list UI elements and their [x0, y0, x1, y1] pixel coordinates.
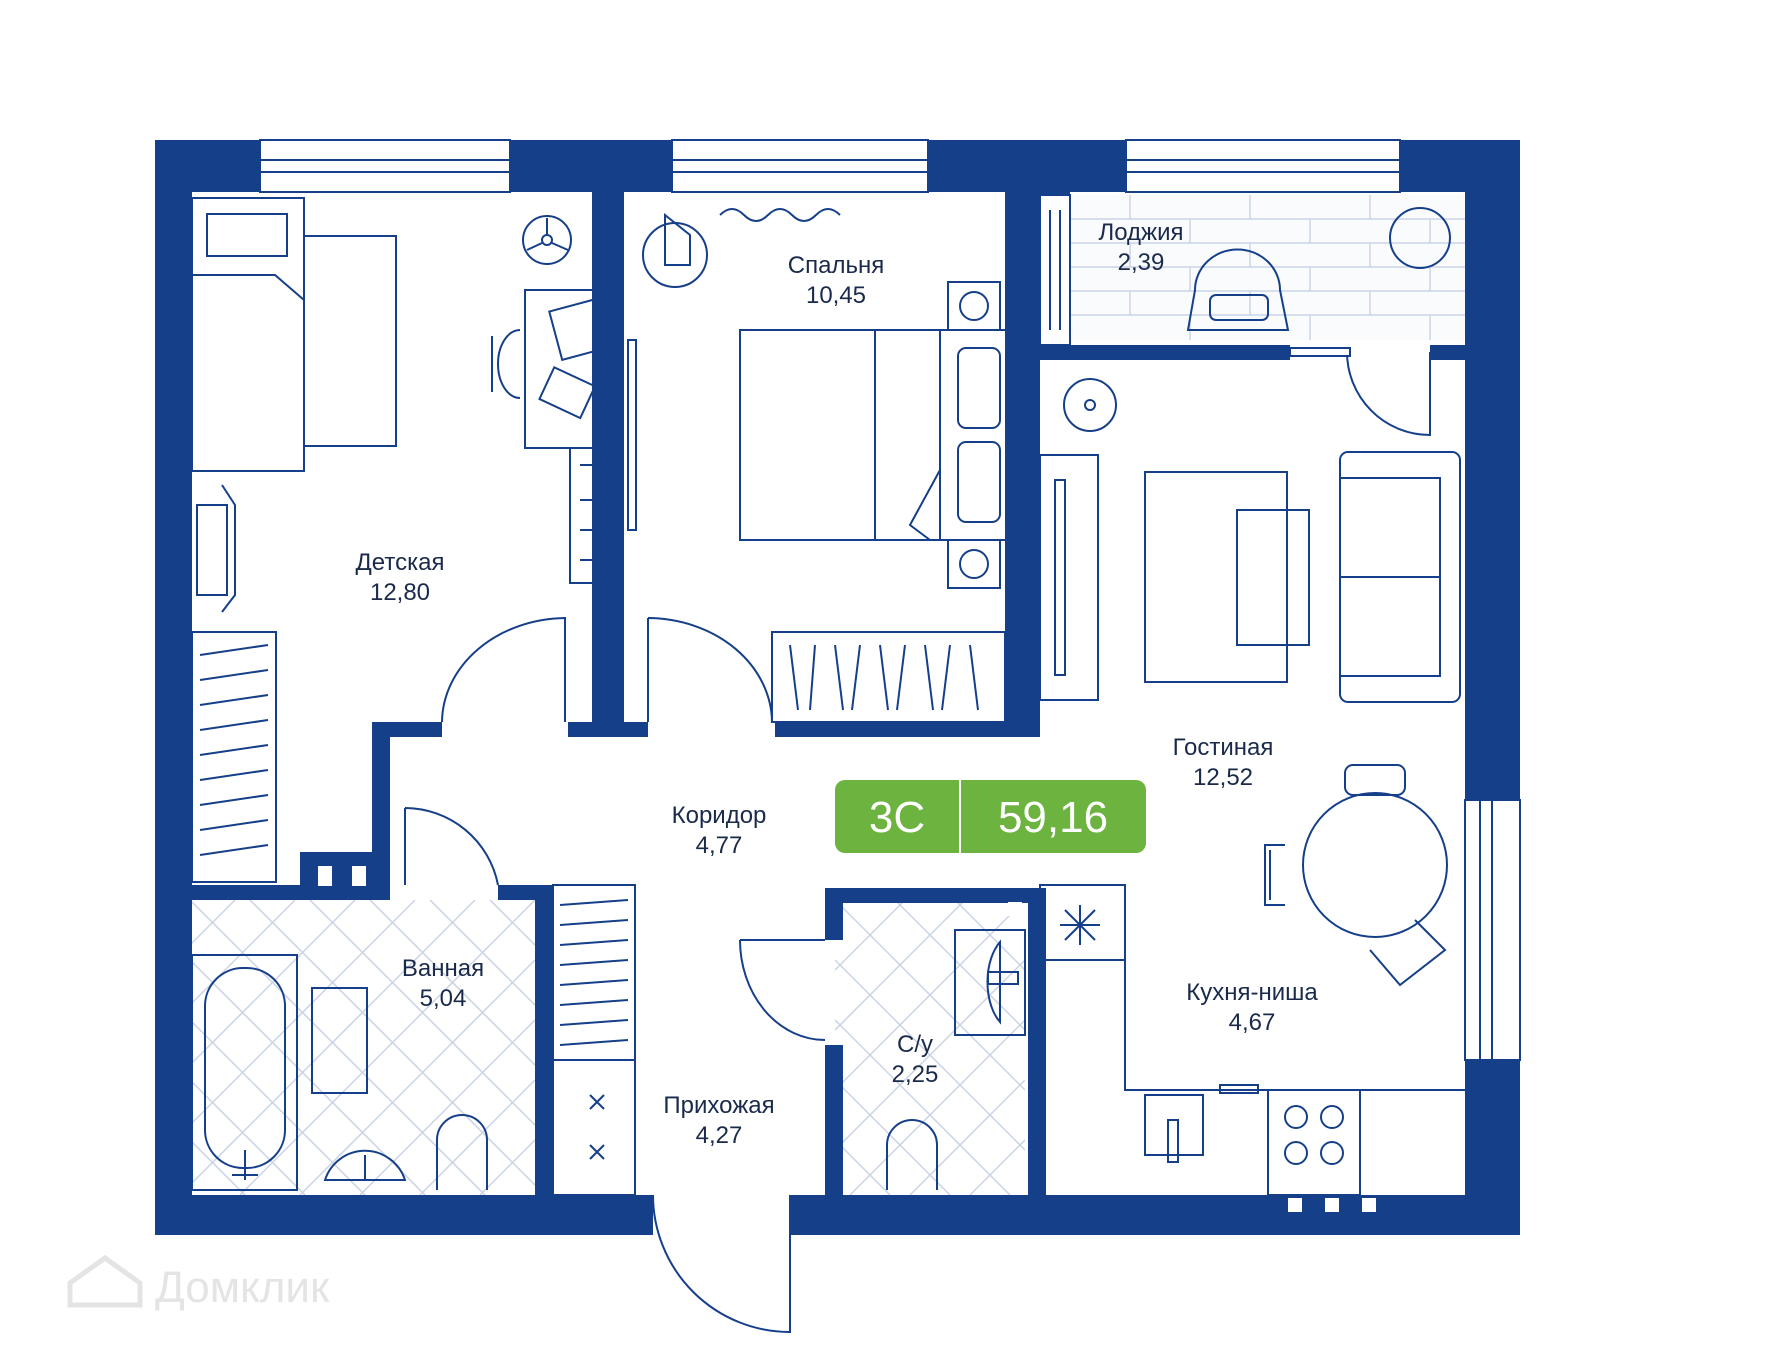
bathroom-area: 5,04 — [420, 985, 467, 1012]
corridor-name: Коридор — [672, 802, 767, 829]
nursery-furniture — [191, 197, 609, 883]
badge-divider — [959, 780, 961, 853]
hall-area: 4,27 — [696, 1122, 743, 1149]
hall-name: Прихожая — [663, 1092, 774, 1119]
room-labels: Детская 12,80 Спальня 10,45 Лоджия 2,39 … — [356, 219, 1319, 1149]
bathroom-name: Ванная — [402, 955, 484, 982]
living-furniture — [1039, 378, 1461, 987]
wc-tiles — [835, 900, 1025, 1195]
loggia-area: 2,39 — [1118, 249, 1165, 276]
bathroom-tiles — [190, 900, 535, 1195]
house-logo-icon — [67, 1254, 143, 1308]
nursery-area: 12,80 — [370, 579, 430, 606]
living-area: 12,52 — [1193, 764, 1253, 791]
bedroom-area: 10,45 — [806, 282, 866, 309]
nursery-name: Детская — [356, 549, 445, 576]
living-name: Гостиная — [1173, 734, 1274, 761]
hall-furniture — [552, 884, 636, 1196]
loggia-furniture — [1049, 207, 1451, 331]
badge-background — [835, 780, 1146, 853]
kitchen-furniture — [1039, 884, 1465, 1196]
total-area: 59,16 — [998, 793, 1108, 842]
watermark-text: Домклик — [155, 1263, 330, 1312]
bedroom-furniture — [627, 208, 1019, 723]
wc-area: 2,25 — [892, 1061, 939, 1088]
bathroom-furniture — [191, 954, 488, 1191]
corridor-area: 4,77 — [696, 832, 743, 859]
windows — [259, 139, 1521, 1212]
apartment-type: 3С — [869, 793, 925, 842]
bedroom-name: Спальня — [788, 252, 884, 279]
watermark: Домклик — [67, 1254, 330, 1312]
wc-name: С/у — [897, 1031, 933, 1058]
kitchen-name: Кухня-ниша — [1186, 979, 1318, 1006]
doors — [404, 347, 1431, 1334]
kitchen-area: 4,67 — [1229, 1009, 1276, 1036]
loggia-name: Лоджия — [1098, 219, 1183, 246]
apartment-badge: 3С 59,16 — [835, 780, 1146, 853]
walls — [155, 140, 1520, 1235]
wc-furniture — [886, 929, 1026, 1190]
